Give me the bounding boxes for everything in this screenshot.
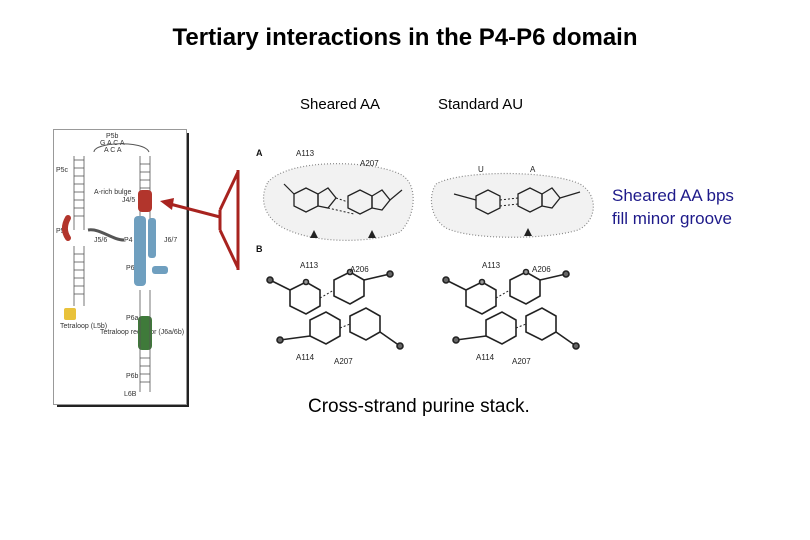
label-a207-top: A207: [360, 159, 379, 168]
stereo-view-left: [266, 268, 404, 350]
header-sheared-aa: Sheared AA: [300, 96, 381, 113]
label-a-rich-bulge: A-rich bulge: [94, 189, 131, 196]
pointer-arrow: [160, 170, 240, 270]
highlight-red-upper: [138, 190, 152, 212]
panel-label-b: B: [256, 244, 263, 254]
stereo-view-right: [442, 268, 580, 350]
highlight-red-bulge: [62, 215, 71, 241]
label-j67: J6/7: [164, 237, 177, 244]
label-a114-left: A114: [296, 353, 315, 362]
label-u-top: U: [478, 165, 484, 174]
label-a207-left: A207: [334, 357, 353, 366]
label-j45: J4/5: [122, 197, 135, 204]
annotation-line-1: Sheared AA bps: [612, 186, 734, 205]
label-loop-2: A C A: [104, 147, 122, 154]
arrow-shaft: [169, 202, 221, 219]
label-a113-left: A113: [300, 261, 319, 270]
label-a-top: A: [530, 165, 536, 174]
highlight-blue-j67: [148, 218, 156, 258]
label-p6: P6: [126, 265, 135, 272]
secondary-structure-panel: P5b G A C A A C A P5c P5a J4/5 P4 P6 P6a…: [54, 130, 186, 404]
secondary-structure-diagram: P5b G A C A A C A P5c P5a J4/5 P4 P6 P6a…: [56, 133, 184, 398]
standard-au-model: [430, 172, 594, 238]
sheared-aa-model: [262, 163, 414, 241]
page-title: Tertiary interactions in the P4-P6 domai…: [172, 24, 638, 51]
header-standard-au: Standard AU: [438, 96, 524, 113]
label-a114-right: A114: [476, 353, 495, 362]
arrow-fork-top: [218, 171, 240, 211]
highlight-blue-p4: [134, 216, 146, 286]
arrow-fork-bottom: [218, 229, 240, 269]
label-j56: J5/6: [94, 237, 107, 244]
label-a113-right: A113: [482, 261, 501, 270]
label-l6b: L6B: [124, 391, 137, 398]
label-a206-right: A206: [532, 265, 551, 274]
label-a206-left: A206: [350, 265, 369, 274]
tertiary-structure-figure: A B A113 A207 U A: [256, 148, 594, 366]
label-loop-1: G A C A: [100, 140, 125, 147]
label-p5c: P5c: [56, 167, 69, 174]
annotation-line-2: fill minor groove: [612, 209, 732, 228]
highlight-yellow-tetraloop: [64, 308, 76, 320]
label-p6b: P6b: [126, 373, 139, 380]
figure-caption: Cross-strand purine stack.: [308, 396, 530, 417]
label-a113-top: A113: [296, 149, 315, 158]
label-p4: P4: [124, 237, 133, 244]
annotation-note: Sheared AA bps fill minor groove: [612, 184, 734, 230]
label-tetraloop: Tetraloop (L5b): [60, 323, 107, 330]
loop-arc: [93, 143, 150, 153]
arrow-head: [160, 198, 174, 210]
highlight-grey-j56: [87, 228, 125, 242]
label-p6a: P6a: [126, 315, 139, 322]
helix-stem-lower: [73, 246, 151, 392]
label-a207-right: A207: [512, 357, 531, 366]
panel-label-a: A: [256, 148, 263, 158]
highlight-blue-junction: [152, 266, 168, 274]
label-p5b: P5b: [106, 133, 119, 140]
highlight-green-receptor: [138, 316, 152, 350]
